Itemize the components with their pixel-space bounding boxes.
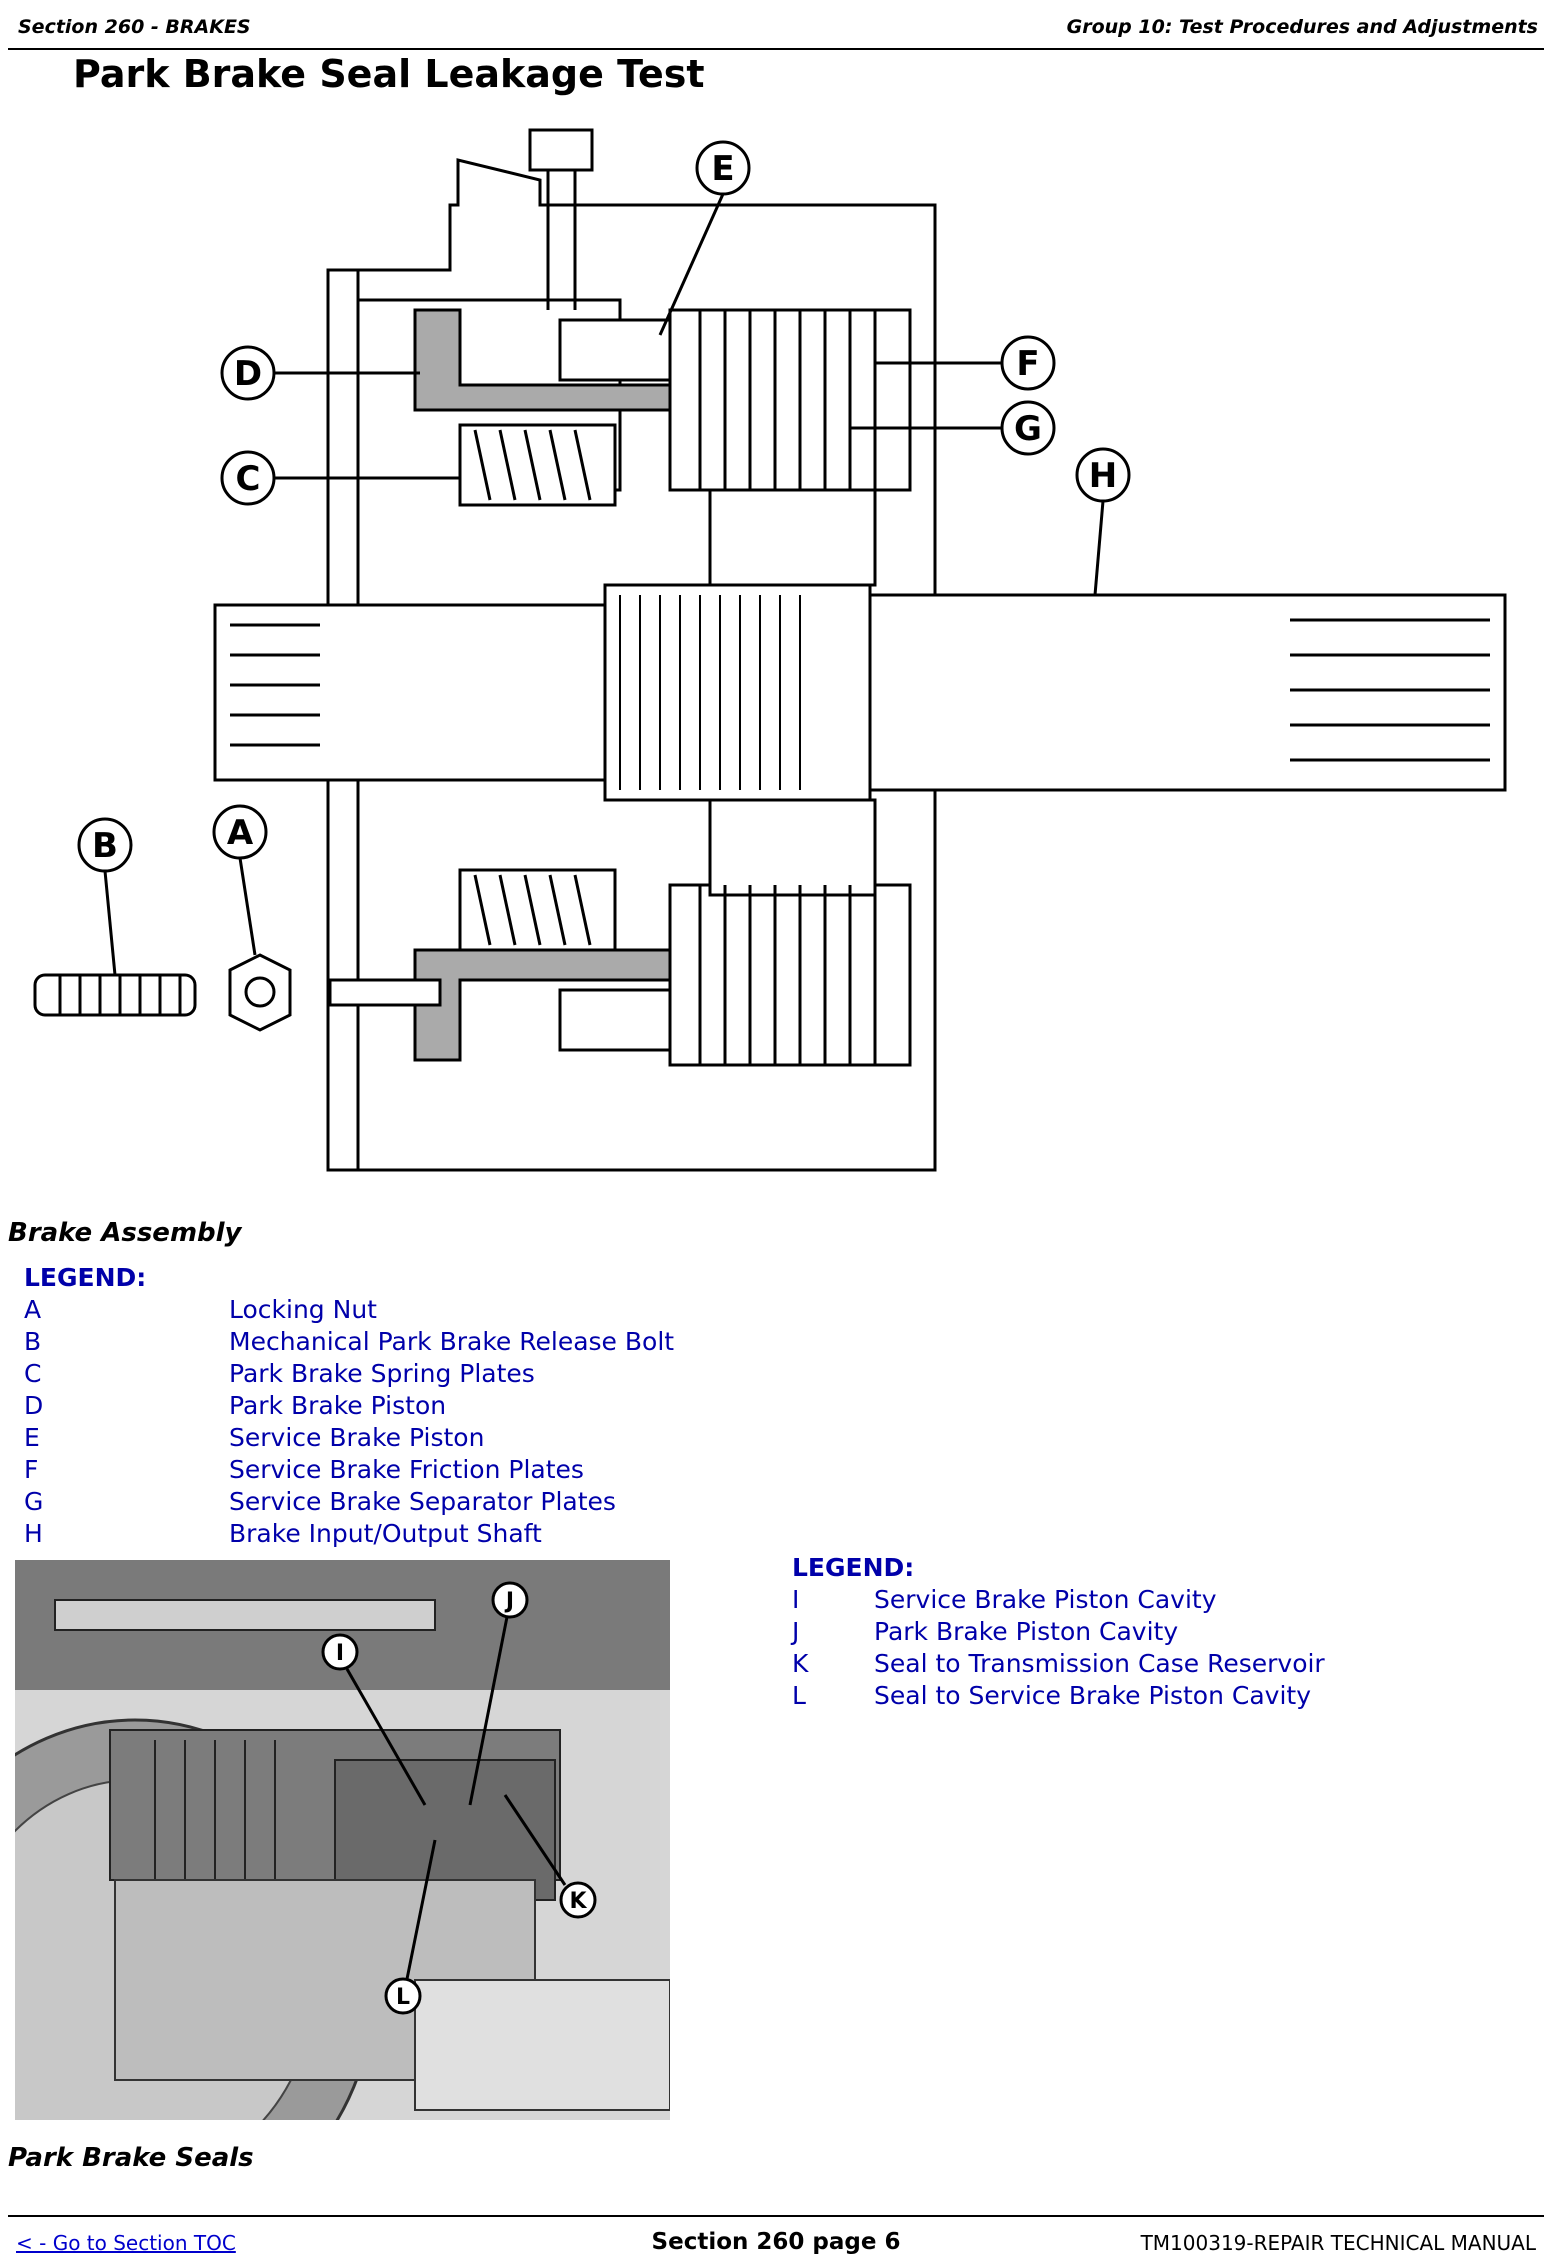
figure1-caption: Brake Assembly [8,1218,242,1248]
figure2-caption: Park Brake Seals [8,2143,254,2173]
legend-title: LEGEND: [792,1553,915,1582]
callout-g: G [850,400,1056,456]
svg-text:D: D [234,354,262,394]
callout-j: J [468,1581,529,1806]
svg-text:E: E [711,149,734,189]
group-label: Group 10: Test Procedures and Adjustment… [1066,16,1538,38]
page-header: Section 260 - BRAKES Group 10: Test Proc… [8,8,1544,50]
svg-text:L: L [396,1985,410,2010]
callout-l: L [384,1839,437,2015]
page-footer: < - Go to Section TOC Section 260 page 6… [8,2215,1544,2257]
callout-e: E [658,140,751,336]
page-number: Section 260 page 6 [651,2229,901,2255]
callout-c: C [220,450,460,506]
svg-text:I: I [336,1641,344,1666]
callout-b: B [77,817,133,976]
svg-text:K: K [569,1889,587,1914]
section-toc-link[interactable]: < - Go to Section TOC [16,2231,236,2255]
callout-i: I [321,1633,427,1806]
svg-text:G: G [1014,409,1042,449]
svg-text:F: F [1016,344,1039,384]
svg-text:A: A [227,813,254,853]
manual-id: TM100319-REPAIR TECHNICAL MANUAL [1140,2231,1536,2255]
brake-assembly-diagram: E D C F G H B A [33,128,1507,1172]
svg-text:H: H [1089,456,1117,496]
legend-title: LEGEND: [24,1263,147,1292]
callout-k: K [503,1794,597,1919]
callout-h: H [1075,447,1131,596]
page-title: Park Brake Seal Leakage Test [73,52,705,96]
svg-text:B: B [92,826,118,866]
svg-text:J: J [504,1589,514,1614]
svg-text:C: C [236,459,261,499]
callout-f: F [875,335,1056,391]
park-brake-seals-image: I J K L [15,1560,670,2120]
callout-d: D [220,345,420,401]
callout-a: A [212,804,268,956]
section-label: Section 260 - BRAKES [18,16,251,38]
